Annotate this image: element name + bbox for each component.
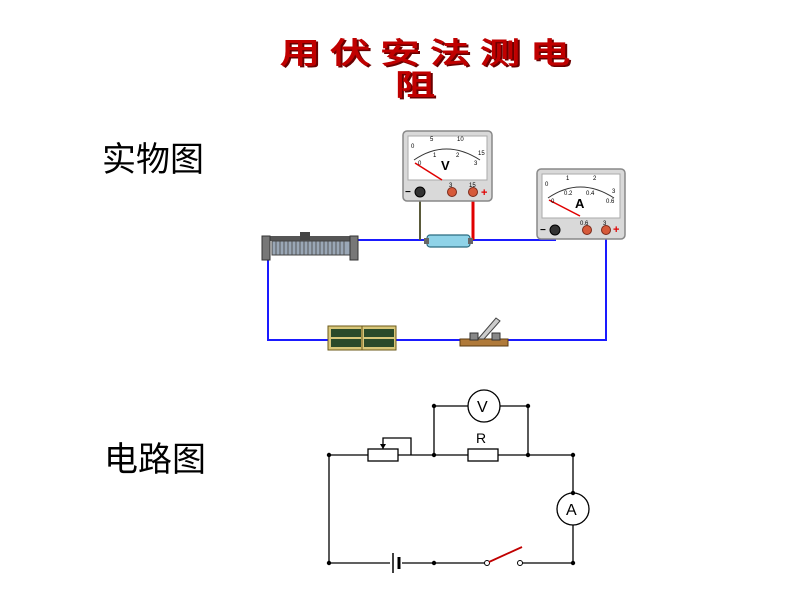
- ammeter-terminal-minus: [549, 224, 561, 236]
- ammeter-scale-bottom-0: 0: [551, 199, 555, 205]
- ammeter-plus-sign: +: [613, 224, 619, 236]
- voltmeter-plus-sign: +: [481, 187, 487, 199]
- battery-pack: [327, 325, 397, 351]
- voltmeter-scale-top-10: 10: [457, 137, 464, 143]
- voltmeter-label-3: 3: [449, 183, 453, 189]
- voltmeter-terminal-minus: [414, 186, 426, 198]
- ammeter-terminal-06: [582, 225, 592, 235]
- schematic-switch-blade: [488, 546, 523, 563]
- schematic-resistor: [467, 448, 499, 462]
- physical-diagram-label: 实物图: [102, 140, 204, 180]
- voltmeter-scale-top-0: 0: [411, 144, 415, 150]
- ammeter-scale-top-1: 1: [566, 176, 570, 182]
- ammeter-scale-top-3: 3: [612, 189, 616, 195]
- knife-switch: [459, 317, 509, 347]
- ammeter-scale-bottom-06: 0.6: [606, 199, 615, 205]
- page-title-line2: 阻: [395, 69, 435, 103]
- rheostat: [261, 232, 359, 261]
- voltmeter-letter: V: [441, 158, 450, 173]
- ammeter-needle: [548, 199, 581, 217]
- voltmeter-scale-top-5: 5: [430, 137, 434, 143]
- voltmeter-scale-bottom-1: 1: [433, 153, 437, 159]
- voltmeter-terminal-15: [468, 187, 478, 197]
- voltmeter-terminal-3: [447, 187, 457, 197]
- ammeter-label-06: 0.6: [580, 221, 589, 227]
- page-title: 用伏安法测电: [280, 37, 580, 71]
- schematic-switch-contact: [517, 560, 523, 566]
- schematic-voltmeter-letter: V: [477, 399, 488, 416]
- ammeter-minus-sign: −: [540, 225, 546, 236]
- circuit-diagram-label: 电路图: [104, 440, 206, 480]
- ammeter-scale-bottom-04: 0.4: [586, 191, 595, 197]
- schematic-junctions: [326, 403, 576, 566]
- schematic-ammeter-letter: A: [566, 502, 577, 519]
- voltmeter-scale-top-15: 15: [478, 151, 485, 157]
- physical-wires: [267, 229, 607, 341]
- voltmeter: 0 5 10 15 0 1 2 3 V − 3 15 +: [402, 130, 493, 202]
- ammeter-scale-top-0: 0: [545, 182, 549, 188]
- voltmeter-label-15: 15: [469, 183, 476, 189]
- schematic-voltmeter: [467, 389, 501, 423]
- resistor-component: [424, 234, 473, 248]
- ammeter-scale-bottom-02: 0.2: [564, 191, 573, 197]
- voltmeter-scale-bottom-3: 3: [474, 161, 478, 167]
- schematic-resistor-label: R: [476, 430, 486, 446]
- ammeter-scale-top-2: 2: [593, 176, 597, 182]
- ammeter-letter: A: [575, 196, 585, 211]
- voltmeter-scale-bottom-2: 2: [456, 153, 460, 159]
- schematic-wires: [328, 405, 574, 564]
- voltmeter-scale-bottom-0: 0: [418, 161, 422, 167]
- voltmeter-minus-sign: −: [405, 187, 411, 198]
- ammeter: 0 1 2 3 0 0.2 0.4 0.6 A − 0.6 3 +: [536, 168, 626, 240]
- schematic-rheostat: [367, 448, 399, 462]
- schematic-rheostat-arrow: [380, 444, 386, 449]
- ammeter-terminal-3: [601, 225, 611, 235]
- ammeter-label-3: 3: [603, 221, 607, 227]
- voltmeter-needle: [414, 162, 443, 181]
- schematic-switch-pivot: [484, 560, 490, 566]
